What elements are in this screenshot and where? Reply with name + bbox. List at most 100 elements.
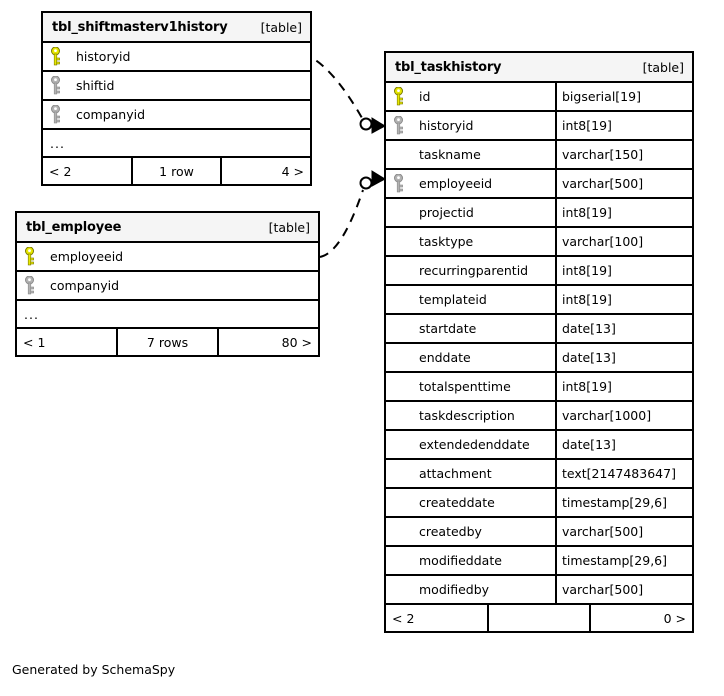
- relationship-edge-historyid: [301, 53, 387, 134]
- prev-page-button[interactable]: < 1: [23, 334, 46, 350]
- table-row[interactable]: shiftid: [43, 72, 310, 101]
- column-name-label: startdate: [419, 321, 477, 336]
- table-header: tbl_shiftmasterv1history [table]: [43, 13, 310, 43]
- column-name: totalspenttime: [410, 373, 555, 400]
- column-type: int8[19]: [555, 112, 692, 139]
- table-footer: < 2 0 >: [386, 605, 692, 631]
- column-name: modifiedby: [410, 576, 555, 603]
- column-name-label: extendedenddate: [419, 437, 530, 452]
- more-columns-indicator: ...: [17, 301, 318, 329]
- column-type: varchar[100]: [555, 228, 692, 255]
- column-name: historyid: [410, 112, 555, 139]
- key-placeholder: [386, 344, 410, 371]
- column-type: varchar[500]: [555, 170, 692, 197]
- column-name: extendedenddate: [410, 431, 555, 458]
- generator-caption: Generated by SchemaSpy: [12, 662, 176, 677]
- column-name-label: totalspenttime: [419, 379, 511, 394]
- key-placeholder: [386, 431, 410, 458]
- column-name-label: tasktype: [419, 234, 474, 249]
- table-row[interactable]: employeeid varchar[500]: [386, 170, 692, 199]
- table-row[interactable]: employeeid: [17, 243, 318, 272]
- column-name: historyid: [76, 49, 131, 64]
- column-name-label: id: [419, 89, 431, 104]
- column-type: date[13]: [555, 344, 692, 371]
- table-footer: < 2 1 row 4 >: [43, 158, 310, 184]
- key-placeholder: [386, 286, 410, 313]
- foreign-key-icon: [386, 170, 410, 197]
- column-name-label: templateid: [419, 292, 487, 307]
- next-page-button[interactable]: 80 >: [217, 329, 318, 355]
- key-placeholder: [386, 257, 410, 284]
- table-row[interactable]: historyid: [43, 43, 310, 72]
- key-placeholder: [386, 315, 410, 342]
- table-type-tag: [table]: [260, 19, 302, 35]
- table-node-tbl-employee[interactable]: tbl_employee [table] employeeid: [15, 211, 320, 357]
- column-name: modifieddate: [410, 547, 555, 574]
- table-title: tbl_taskhistory: [395, 59, 502, 75]
- foreign-key-icon: [386, 112, 410, 139]
- table-node-tbl-shiftmasterv1history[interactable]: tbl_shiftmasterv1history [table] history…: [41, 11, 312, 186]
- column-type: int8[19]: [555, 199, 692, 226]
- column-name: taskname: [410, 141, 555, 168]
- table-row[interactable]: id bigserial[19]: [386, 83, 692, 112]
- table-row[interactable]: tasktype varchar[100]: [386, 228, 692, 257]
- table-row[interactable]: historyid int8[19]: [386, 112, 692, 141]
- key-placeholder: [386, 518, 410, 545]
- table-row[interactable]: totalspenttime int8[19]: [386, 373, 692, 402]
- column-name-label: historyid: [419, 118, 474, 133]
- table-row[interactable]: startdate date[13]: [386, 315, 692, 344]
- column-name-label: createddate: [419, 495, 495, 510]
- column-name: employeeid: [410, 170, 555, 197]
- table-row[interactable]: companyid: [17, 272, 318, 301]
- primary-key-icon: [43, 43, 67, 70]
- column-name: startdate: [410, 315, 555, 342]
- column-name: id: [410, 83, 555, 110]
- key-placeholder: [386, 373, 410, 400]
- column-type: date[13]: [555, 315, 692, 342]
- column-name-label: recurringparentid: [419, 263, 529, 278]
- table-row[interactable]: createddate timestamp[29,6]: [386, 489, 692, 518]
- key-placeholder: [386, 547, 410, 574]
- column-name: employeeid: [50, 249, 124, 264]
- prev-page-button[interactable]: < 2: [49, 163, 72, 179]
- foreign-key-icon: [17, 272, 41, 299]
- key-placeholder: [386, 460, 410, 487]
- column-type: bigserial[19]: [555, 83, 692, 110]
- primary-key-icon: [386, 83, 410, 110]
- column-name: companyid: [76, 107, 146, 122]
- table-row[interactable]: companyid: [43, 101, 310, 130]
- column-type: timestamp[29,6]: [555, 489, 692, 516]
- key-placeholder: [386, 141, 410, 168]
- column-type: int8[19]: [555, 373, 692, 400]
- column-name: recurringparentid: [410, 257, 555, 284]
- next-page-button[interactable]: 0 >: [589, 605, 692, 631]
- column-name: companyid: [50, 278, 120, 293]
- prev-page-button[interactable]: < 2: [392, 610, 415, 626]
- relationship-edge-employeeid: [319, 170, 387, 258]
- column-name-label: employeeid: [419, 176, 493, 191]
- row-count-label: 1 row: [130, 158, 221, 184]
- column-type: timestamp[29,6]: [555, 547, 692, 574]
- column-name: shiftid: [76, 78, 115, 93]
- key-placeholder: [386, 228, 410, 255]
- key-placeholder: [386, 489, 410, 516]
- table-footer: < 1 7 rows 80 >: [17, 329, 318, 355]
- row-count-label: [486, 605, 590, 631]
- column-name: templateid: [410, 286, 555, 313]
- next-page-button[interactable]: 4 >: [220, 158, 310, 184]
- column-type: varchar[500]: [555, 576, 692, 603]
